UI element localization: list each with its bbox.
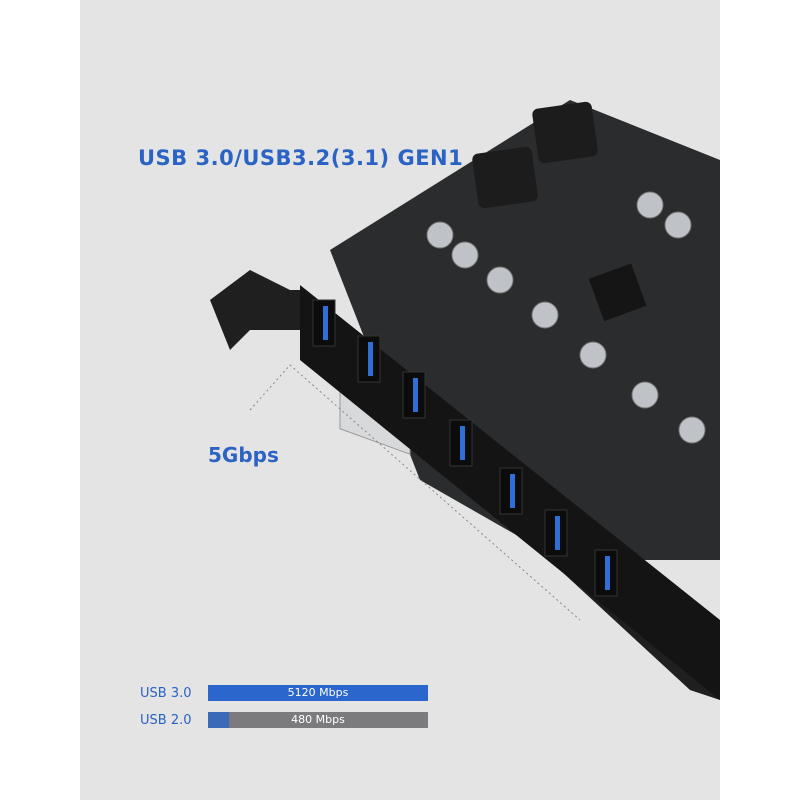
- inductor: [532, 101, 598, 164]
- usb3-bar: 5120 Mbps: [208, 685, 428, 701]
- usb3-bar-fill: [208, 685, 428, 701]
- usb3-label: USB 3.0: [140, 685, 192, 701]
- speed-label: 5Gbps: [208, 443, 279, 467]
- usb3-value: 5120 Mbps: [287, 686, 349, 699]
- bracket-line: [249, 364, 581, 621]
- usb2-value: 480 Mbps: [291, 713, 345, 726]
- usb3-speed-row: USB 3.0 5120 Mbps: [140, 685, 428, 701]
- usb2-speed-row: USB 2.0 480 Mbps: [140, 712, 428, 728]
- usb2-bar-fill: [208, 712, 229, 728]
- inductor: [472, 146, 538, 209]
- usb2-bar: 480 Mbps: [208, 712, 428, 728]
- controller-chip: [588, 263, 647, 322]
- usb2-label: USB 2.0: [140, 712, 192, 728]
- headline: USB 3.0/USB3.2(3.1) GEN1: [138, 146, 464, 170]
